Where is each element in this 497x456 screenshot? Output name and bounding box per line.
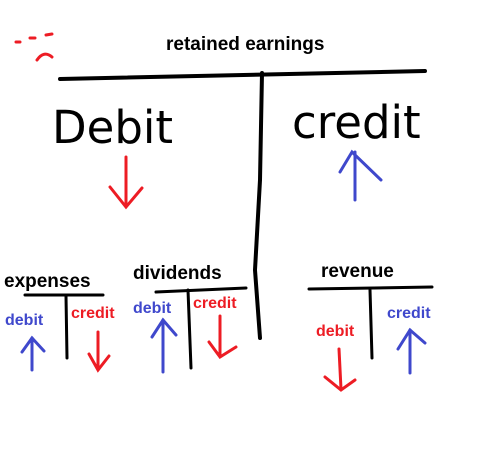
main-credit-label: credit bbox=[292, 96, 421, 149]
sub-account-name: revenue bbox=[321, 261, 394, 282]
arrow-down-icon bbox=[207, 314, 238, 360]
sub-account-expenses: expenses debit credit bbox=[4, 271, 115, 373]
main-debit-label: Debit bbox=[52, 101, 173, 154]
main-t-account bbox=[58, 69, 427, 340]
arrow-down-icon bbox=[87, 330, 111, 373]
sub-account-name: dividends bbox=[133, 263, 222, 284]
main-t-top-line bbox=[58, 69, 427, 81]
arrow-up-icon bbox=[396, 327, 427, 375]
sad-face-icon bbox=[14, 32, 54, 62]
main-t-stem bbox=[252, 71, 264, 340]
credit-label: credit bbox=[387, 305, 431, 322]
sub-account-revenue: revenue debit credit bbox=[307, 261, 434, 392]
arrow-up-icon bbox=[150, 317, 178, 374]
sub-account-dividends: dividends debit credit bbox=[133, 263, 248, 374]
arrow-down-icon bbox=[323, 347, 357, 392]
debit-label: debit bbox=[133, 300, 172, 317]
credit-label: credit bbox=[71, 305, 115, 322]
arrow-down-icon bbox=[108, 155, 144, 210]
debit-label: debit bbox=[316, 323, 355, 340]
page-title: retained earnings bbox=[166, 34, 324, 55]
credit-label: credit bbox=[193, 295, 237, 312]
sub-account-name: expenses bbox=[4, 271, 91, 292]
arrow-up-icon bbox=[338, 149, 383, 202]
arrow-up-icon bbox=[20, 335, 46, 372]
debit-label: debit bbox=[5, 312, 44, 329]
